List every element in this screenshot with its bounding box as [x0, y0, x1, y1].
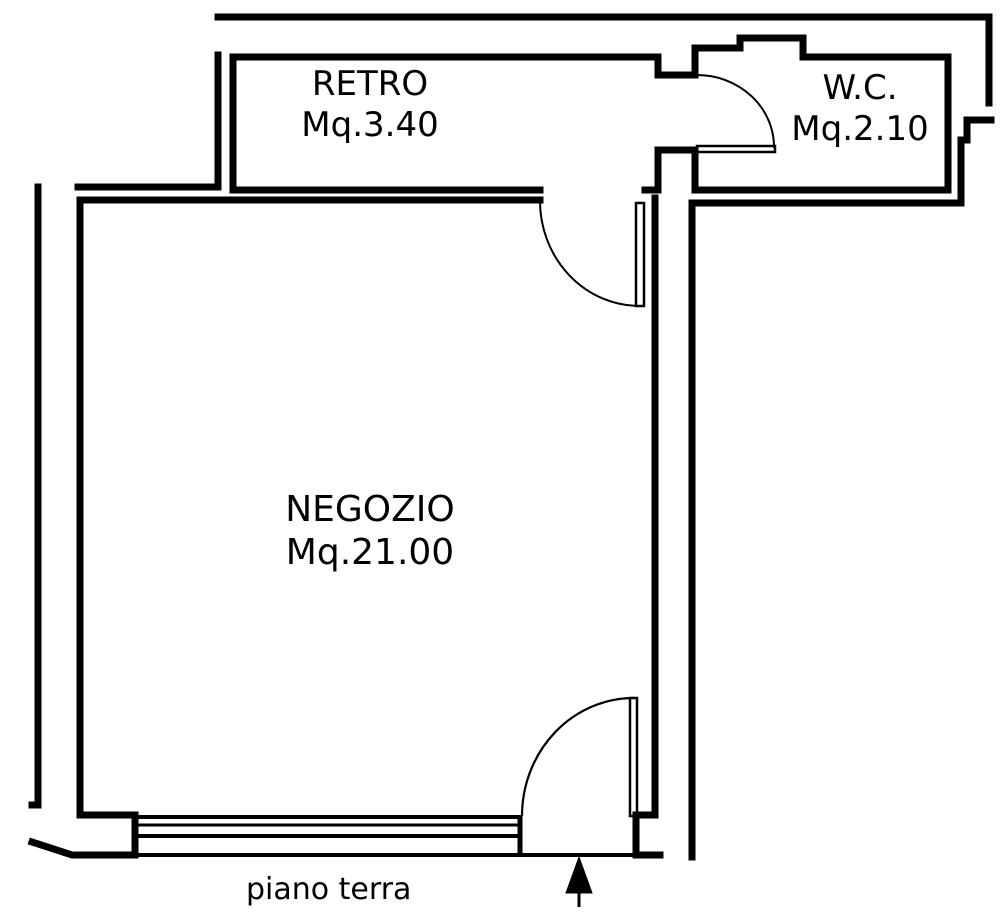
room-label-negozio: NEGOZIO Mq.21.00	[255, 488, 485, 574]
door-corridor	[538, 199, 646, 308]
outer-left-wall	[28, 183, 42, 809]
outer-right-stepped-wall	[688, 116, 995, 861]
entrance-jamb	[632, 811, 664, 859]
negozio-right-wall	[632, 194, 659, 819]
outer-bottom-left-wall	[27, 837, 139, 859]
arrow-up-icon	[565, 855, 593, 907]
room-name: W.C.	[822, 68, 898, 108]
room-area: Mq.21.00	[285, 532, 455, 574]
wc-wall	[691, 34, 952, 194]
room-label-wc: W.C. Mq.2.10	[760, 68, 960, 150]
room-name: NEGOZIO	[285, 489, 455, 530]
door-entrance	[520, 696, 639, 818]
room-area: Mq.3.40	[301, 104, 439, 145]
floor-caption: piano terra	[246, 872, 412, 907]
left-thin-wall-upper	[74, 51, 222, 191]
retro-wall	[229, 53, 699, 194]
room-label-retro: RETRO Mq.3.40	[270, 64, 470, 146]
outer-top-wall	[214, 13, 993, 107]
shop-window	[135, 815, 640, 857]
room-name: RETRO	[311, 64, 429, 104]
corridor-wall-lower-left	[641, 146, 699, 194]
door-wc	[695, 74, 777, 154]
room-area: Mq.2.10	[791, 108, 929, 149]
negozio-wall-left	[76, 196, 139, 859]
